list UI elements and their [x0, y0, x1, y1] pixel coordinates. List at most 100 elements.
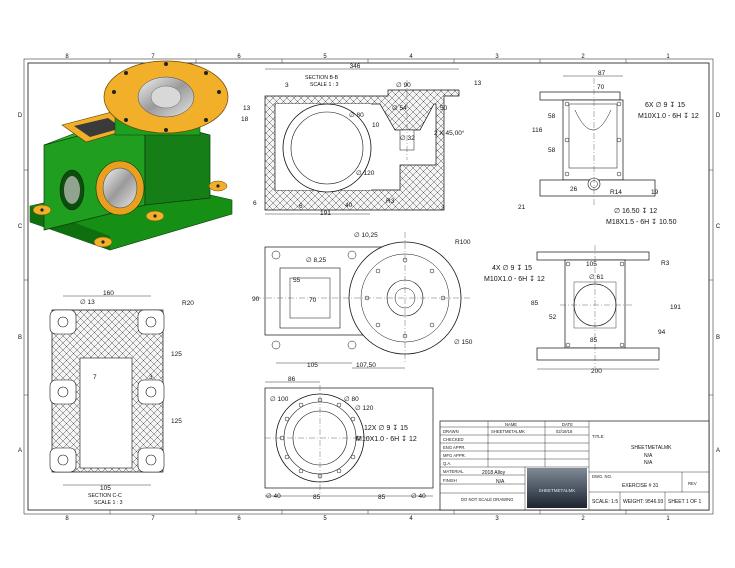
section-c-c-view: 160 ∅ 13 R20 125 7 3 125 105 SECTION C-C… [49, 290, 194, 506]
dim-bb-10: 10 [372, 122, 380, 129]
dim-rv-58a: 58 [548, 113, 556, 120]
company-logo-text: SHEETMETALMK [539, 488, 575, 493]
tb-sheet: SHEET 1 OF 1 [668, 499, 701, 505]
section-c-c-title: SECTION C-C [88, 493, 122, 499]
dim-tv-90: 90 [252, 296, 260, 303]
dim-cc-160: 160 [103, 290, 114, 297]
tb-mfg-appr: MFG APPR. [443, 453, 466, 458]
dim-cc-d13: ∅ 13 [80, 299, 95, 306]
tb-col-date: DATE [562, 422, 573, 427]
dim-fv-85b: 85 [590, 337, 598, 344]
note-rv-thread: M10X1.0 - 6H ↧ 12 [638, 112, 699, 120]
title-block: NAME DATE DRAWN SHEETMETALMK 02/19/18 CH… [439, 420, 710, 511]
dim-bb-18: 18 [241, 116, 249, 123]
note-fv-thread: M10X1.0 - 6H ↧ 12 [484, 275, 545, 283]
dim-bb-3-top: 3 [285, 82, 289, 89]
tb-checked: CHECKED [443, 437, 463, 442]
dim-bv-85a: 85 [313, 494, 321, 501]
tb-rev: REV [688, 481, 697, 486]
dim-bv-86: 86 [288, 376, 296, 383]
dim-tv-d150: ∅ 150 [454, 339, 473, 346]
dim-bb-chamfer: 2 X 45,00° [434, 129, 465, 137]
front-view: 105 R3 ∅ 61 4X ∅ 9 ↧ 15 M10X1.0 - 6H ↧ 1… [484, 245, 681, 375]
dim-rv-19: 19 [651, 189, 659, 196]
dim-bb-346: 346 [350, 63, 361, 70]
zone-row-b-left: B [18, 335, 22, 341]
zone-col-5-top: 5 [323, 54, 327, 60]
dim-bv-d40a: ∅ 40 [266, 493, 281, 500]
zone-col-2-top: 2 [581, 54, 585, 60]
zone-col-1-bottom: 1 [666, 516, 670, 522]
tb-dont-scale: DO NOT SCALE DRAWING [461, 497, 513, 502]
company-logo [527, 468, 587, 508]
dim-bv-85b: 85 [378, 494, 386, 501]
dim-bv-d100: ∅ 100 [270, 396, 289, 403]
dim-bb-50: 50 [440, 105, 448, 112]
note-rv-holes: 6X ∅ 9 ↧ 15 [645, 101, 685, 109]
section-b-b-scale: SCALE 1 : 3 [310, 82, 339, 88]
zone-col-2-bottom: 2 [581, 516, 585, 522]
zone-row-d-right: D [716, 113, 721, 119]
dim-bv-d40b: ∅ 40 [411, 493, 426, 500]
dim-bb-6a: 6 [253, 200, 257, 207]
dim-rv-r14: R14 [610, 189, 622, 196]
dim-tv-d825: ∅ 8,25 [306, 257, 327, 264]
tb-dwg-no-value: EXERCISE # 31 [622, 483, 659, 489]
tb-col-name: NAME [505, 422, 517, 427]
zone-row-a-left: A [18, 448, 22, 454]
zone-col-7-top: 7 [151, 54, 155, 60]
note-rv-thread-m18: M18X1.5 - 6H ↧ 10.50 [606, 218, 677, 226]
note-bv-holes: 12X ∅ 9 ↧ 15 [364, 424, 408, 432]
section-b-b-view: SECTION B-B SCALE 1 : 3 346 3 13 18 ∅ 90… [241, 63, 482, 217]
dim-bb-191: 191 [320, 210, 331, 217]
note-fv-holes: 4X ∅ 9 ↧ 15 [492, 264, 532, 272]
dim-tv-70: 70 [309, 297, 317, 304]
dim-bb-r3: R3 [386, 198, 395, 205]
dim-bb-3-bottom: 3 [441, 205, 445, 212]
tb-weight: WEIGHT: 9546.93 [623, 499, 664, 505]
dim-fv-52: 52 [549, 314, 557, 321]
right-end-view: 87 70 58 116 58 26 R14 19 21 6X ∅ 9 ↧ 15… [518, 70, 699, 226]
tb-title-na2: N/A [644, 460, 653, 466]
tb-title-label: TITLE: [592, 434, 605, 439]
dim-fv-191: 191 [670, 304, 681, 311]
dim-tv-55: 55 [293, 277, 301, 284]
tb-eng-appr: ENG APPR. [443, 445, 466, 450]
zone-col-3-bottom: 3 [495, 516, 499, 522]
dim-tv-10750: 107,50 [356, 362, 376, 369]
dim-fv-105: 105 [586, 261, 597, 268]
dim-fv-94: 94 [658, 329, 666, 336]
dim-tv-r100: R100 [455, 239, 471, 246]
dim-bb-6b: 6 [299, 203, 303, 210]
top-view: ∅ 10,25 R100 ∅ 8,25 55 70 90 ∅ 150 105 1… [252, 232, 473, 369]
dim-rv-21: 21 [518, 204, 526, 211]
tb-material-value: 2018 Alloy [482, 470, 506, 476]
dim-bb-d32: ∅ 32 [400, 135, 415, 142]
dim-cc-125b: 125 [171, 418, 182, 425]
dim-cc-r20: R20 [182, 300, 194, 307]
dim-cc-3: 3 [149, 374, 153, 381]
tb-dwg-no-label: DWG. NO. [592, 474, 612, 479]
bottom-view: 86 ∅ 100 ∅ 80 ∅ 120 12X ∅ 9 ↧ 15 M10X1.0… [264, 376, 434, 501]
dim-fv-d61: ∅ 61 [589, 274, 604, 281]
zone-row-c-right: C [716, 224, 721, 230]
tb-drawn-date: 02/19/18 [556, 429, 573, 434]
tb-scale: SCALE: 1:5 [592, 499, 618, 505]
tb-drawn-label: DRAWN [443, 429, 459, 434]
tb-title-na1: N/A [644, 453, 653, 459]
dim-bb-13-left: 13 [243, 105, 251, 112]
tb-title-value: SHEETMETALMK [631, 445, 672, 451]
dim-tv-d1025: ∅ 10,25 [354, 232, 378, 239]
dim-bv-d120: ∅ 120 [355, 405, 374, 412]
dim-bb-d80: ∅ 80 [349, 112, 364, 119]
dim-fv-200: 200 [591, 368, 602, 375]
tb-qa: Q.A. [443, 461, 451, 466]
zone-col-6-top: 6 [237, 54, 241, 60]
dim-bb-40: 40 [345, 202, 353, 209]
dim-bb-d120: ∅ 120 [356, 170, 375, 177]
dim-fv-85a: 85 [531, 300, 539, 307]
dim-tv-105: 105 [307, 362, 318, 369]
dim-rv-58b: 58 [548, 147, 556, 154]
zone-col-6-bottom: 6 [237, 516, 241, 522]
